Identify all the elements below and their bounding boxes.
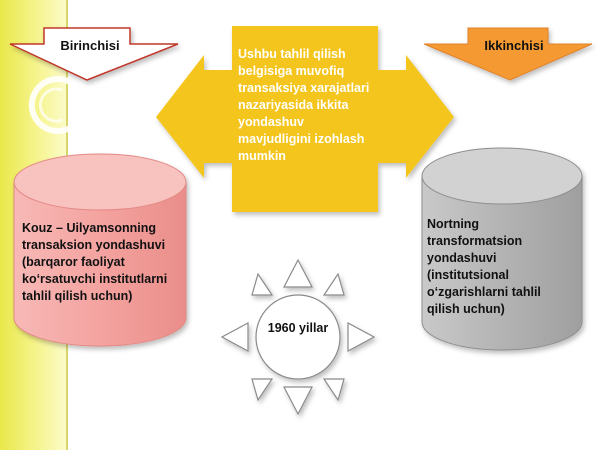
right-label-text: Ikkinchisi	[484, 38, 544, 53]
left-cylinder	[13, 153, 187, 347]
center-arrow-text: Ushbu tahlil qilish belgisiga muvofiq tr…	[238, 47, 370, 163]
sun-shape	[220, 258, 376, 416]
right-cylinder	[421, 147, 583, 351]
sun-text: 1960 yillar	[267, 321, 329, 335]
left-label-arrow	[9, 27, 179, 81]
left-label-text: Birinchisi	[60, 38, 120, 53]
right-label-arrow	[423, 27, 593, 81]
left-cylinder-text: Kouz – Uilyamsonning transaksion yondash…	[22, 221, 168, 303]
center-double-arrow	[156, 26, 454, 212]
right-cylinder-text: Nortning transformatsion yondashuvi (ins…	[427, 217, 541, 316]
decorative-arc	[28, 76, 72, 134]
